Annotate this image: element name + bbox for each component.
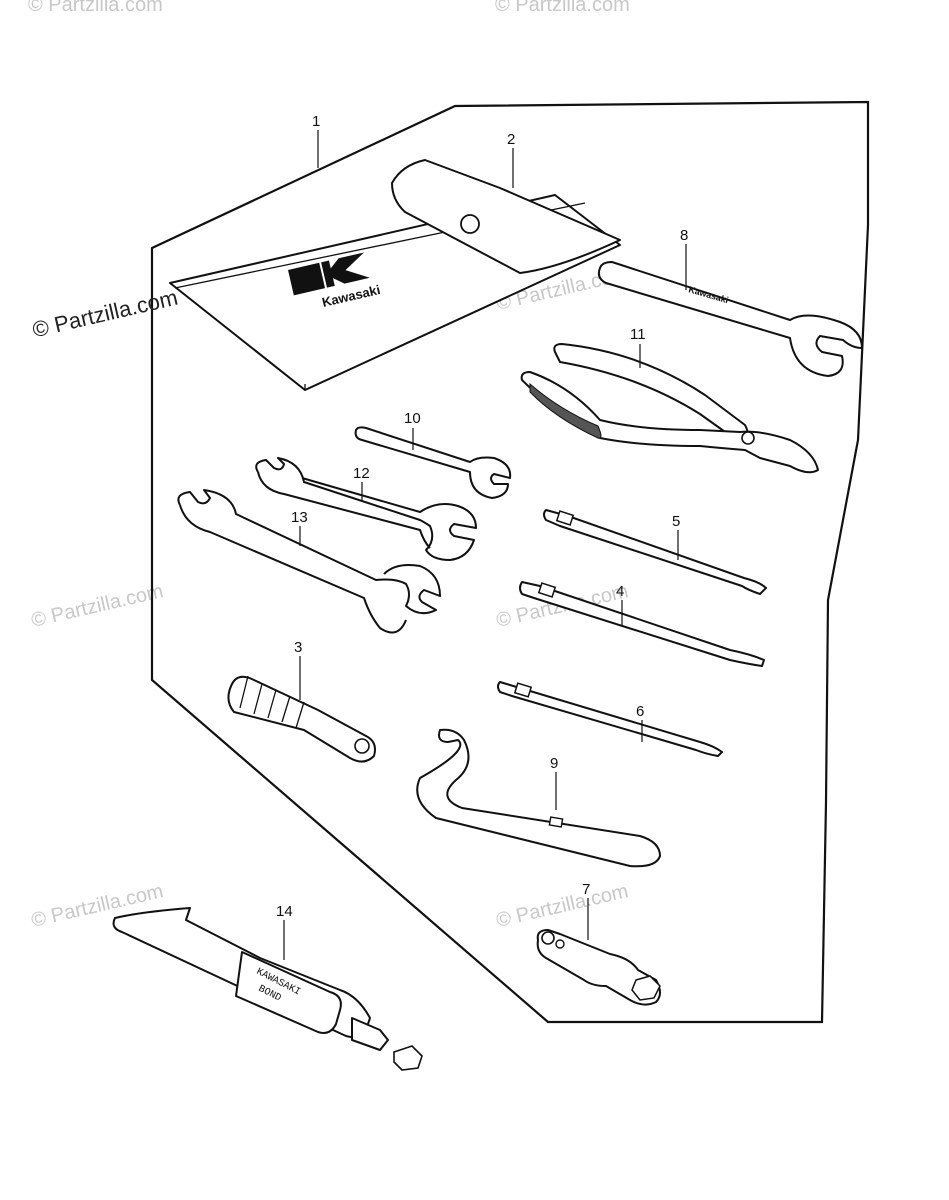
callout-1: 1 xyxy=(312,113,320,130)
watermark-faint: © Partzilla.com xyxy=(28,0,163,16)
open-wrench-8: Kawasaki xyxy=(597,261,863,377)
callout-10: 10 xyxy=(404,410,421,427)
tube-cap xyxy=(393,1045,423,1071)
hook-spanner-9 xyxy=(416,728,661,868)
callout-11: 11 xyxy=(630,326,646,343)
callout-12: 12 xyxy=(353,465,370,482)
callout-14: 14 xyxy=(276,903,293,920)
callout-6: 6 xyxy=(636,703,644,720)
small-wrench-10 xyxy=(354,426,512,499)
callout-5: 5 xyxy=(672,513,680,530)
callout-13: 13 xyxy=(291,509,308,526)
screwdriver-4 xyxy=(519,581,765,667)
callout-2: 2 xyxy=(507,131,515,148)
screwdriver-handle-3 xyxy=(227,675,376,763)
screwdriver-6 xyxy=(497,681,723,757)
double-wrench-12 xyxy=(255,457,477,561)
plug-socket-7 xyxy=(536,929,661,1006)
bond-tube-14: KAWASAKI BOND xyxy=(112,907,423,1071)
callout-7: 7 xyxy=(582,881,590,898)
tool-case: Kawasaki xyxy=(169,159,621,391)
double-wrench-13 xyxy=(177,489,441,634)
screwdriver-5 xyxy=(543,509,767,595)
watermark-faint: © Partzilla.com xyxy=(495,0,630,16)
callout-8: 8 xyxy=(680,227,688,244)
callout-3: 3 xyxy=(294,639,302,656)
kit-outline xyxy=(150,100,870,1024)
pliers-11 xyxy=(520,343,819,474)
callout-9: 9 xyxy=(550,755,558,772)
callout-4: 4 xyxy=(616,583,624,600)
